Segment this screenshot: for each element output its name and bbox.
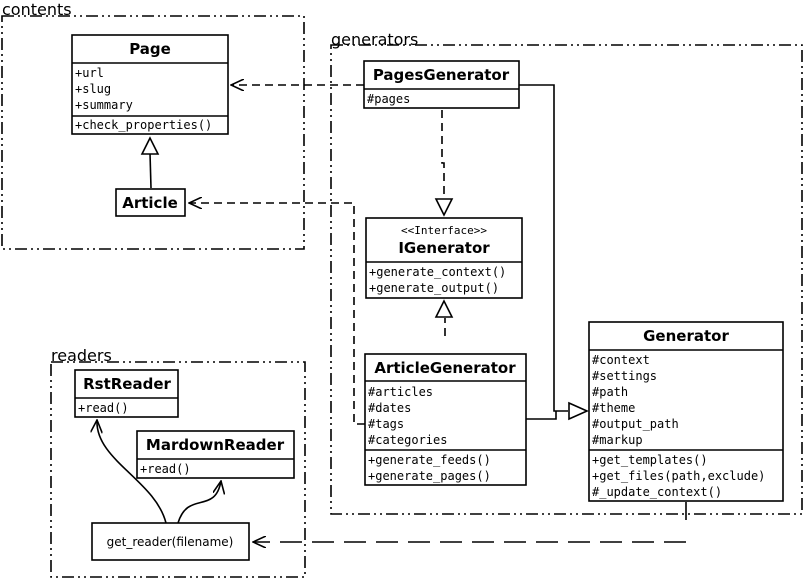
class-title-generator: Generator xyxy=(643,327,729,345)
class-title-rst-reader: RstReader xyxy=(83,375,171,393)
edge-pagesgen-generator xyxy=(519,84,568,412)
igen-method-generate-context: +generate_context() xyxy=(369,265,506,279)
pagesgen-attr-pages: #pages xyxy=(367,92,410,106)
edge-articlegen-igen-head xyxy=(434,299,454,318)
edge-pagesgen-igen xyxy=(441,110,445,200)
artgen-attr-categories: #categories xyxy=(368,433,447,447)
gen-attr-markup: #markup xyxy=(592,433,643,447)
page-attr-slug: +slug xyxy=(75,82,111,96)
edge-pagesgen-igen-head xyxy=(434,198,454,217)
package-generators: generators xyxy=(330,30,803,515)
class-title-article: Article xyxy=(122,194,178,212)
edge-article-page-head xyxy=(140,136,160,155)
package-label-contents: contents xyxy=(2,0,72,19)
package-label-generators: generators xyxy=(331,30,418,49)
igenerator-stereotype: <<Interface>> xyxy=(401,224,487,237)
edge-getreader-rst xyxy=(97,420,167,524)
page-attr-url: +url xyxy=(75,66,104,80)
class-title-igenerator: IGenerator xyxy=(398,239,490,257)
class-article-generator[interactable]: ArticleGenerator #articles #dates #tags … xyxy=(364,353,527,486)
gen-method-get-files: +get_files(path,exclude) xyxy=(592,469,765,483)
artgen-attr-articles: #articles xyxy=(368,385,433,399)
function-get-reader[interactable]: get_reader(filename) xyxy=(91,522,250,561)
gen-method-get-templates: +get_templates() xyxy=(592,453,708,467)
edge-getreader-md xyxy=(177,481,221,524)
class-markdown-reader[interactable]: MardownReader +read() xyxy=(136,430,295,479)
class-generator[interactable]: Generator #context #settings #path #them… xyxy=(588,321,784,502)
gen-attr-settings: #settings xyxy=(592,369,657,383)
edge-article-page xyxy=(149,152,152,189)
gen-attr-theme: #theme xyxy=(592,401,635,415)
class-igenerator[interactable]: <<Interface>> IGenerator +generate_conte… xyxy=(365,217,523,299)
class-rst-reader[interactable]: RstReader +read() xyxy=(74,369,179,418)
class-title-pages-generator: PagesGenerator xyxy=(373,66,510,84)
class-title-markdown-reader: MardownReader xyxy=(146,436,285,454)
rst-method-read: +read() xyxy=(78,401,129,415)
artgen-method-generate-feeds: +generate_feeds() xyxy=(368,453,491,467)
md-method-read: +read() xyxy=(140,462,191,476)
class-article[interactable]: Article xyxy=(115,188,186,217)
edge-articlegen-generator xyxy=(526,411,557,420)
class-title-page: Page xyxy=(129,40,171,58)
artgen-method-generate-pages: +generate_pages() xyxy=(368,469,491,483)
igen-method-generate-output: +generate_output() xyxy=(369,281,499,295)
class-title-article-generator: ArticleGenerator xyxy=(374,359,516,377)
package-readers: readers xyxy=(50,346,306,578)
class-page[interactable]: Page +url +slug +summary +check_properti… xyxy=(71,34,229,135)
gen-attr-path: #path xyxy=(592,385,628,399)
get-reader-label: get_reader(filename) xyxy=(107,535,234,549)
gen-attr-output-path: #output_path xyxy=(592,417,679,431)
gen-attr-context: #context xyxy=(592,353,650,367)
artgen-attr-dates: #dates xyxy=(368,401,411,415)
page-attr-summary: +summary xyxy=(75,98,133,112)
page-method-check-properties: +check_properties() xyxy=(75,118,212,132)
artgen-attr-tags: #tags xyxy=(368,417,404,431)
package-label-readers: readers xyxy=(51,346,112,365)
package-contents: contents xyxy=(1,0,305,250)
edge-articlegen-article xyxy=(189,203,365,425)
class-pages-generator[interactable]: PagesGenerator #pages xyxy=(363,60,520,109)
edge-generator-head xyxy=(568,401,589,421)
gen-method-update-context: #_update_context() xyxy=(592,485,722,499)
